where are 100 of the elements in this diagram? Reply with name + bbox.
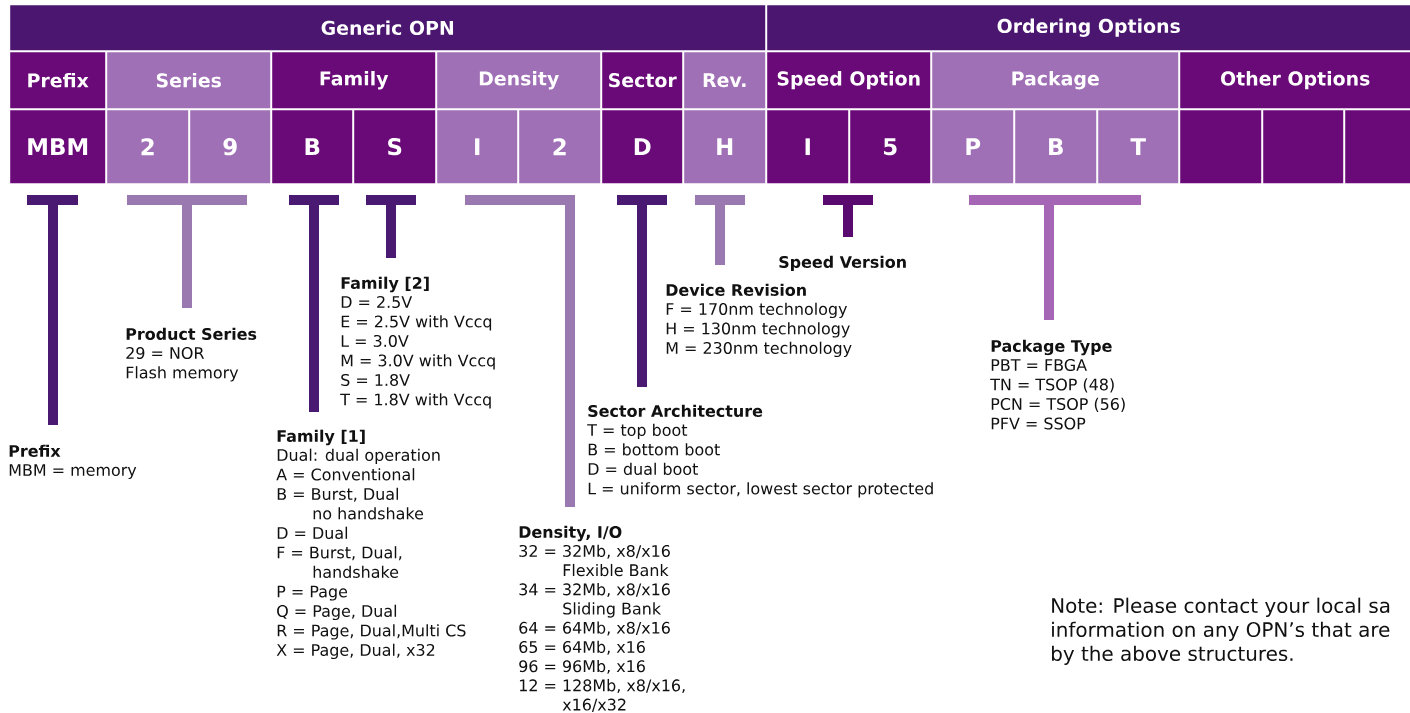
column-header: Speed Option — [767, 52, 931, 109]
code-cell: I — [437, 110, 518, 184]
node-label: Package — [1012, 70, 1099, 90]
description-text: R = Page, Dual,Multi CS — [277, 624, 466, 640]
node-label: I — [475, 138, 480, 156]
node-label: D — [634, 138, 651, 156]
node-label: I — [805, 138, 810, 156]
section-heading: Family [2] — [341, 276, 429, 293]
node-label: Rev. — [703, 73, 746, 88]
node-label: Other Options — [1221, 71, 1370, 90]
code-cell: T — [1098, 110, 1179, 184]
code-cell: D — [602, 110, 683, 184]
note-text: information on any OPN’s that are — [1052, 621, 1390, 641]
column-header: Prefix — [10, 52, 106, 109]
node-label: Prefix — [28, 72, 89, 88]
node-label: B — [305, 138, 320, 156]
column-header: Family — [272, 52, 436, 109]
description-text: TN = TSOP (48) — [990, 378, 1114, 393]
description-text: 12 = 128Mb, x8/x16, — [519, 679, 685, 694]
description-text: B = Burst, Dual — [277, 487, 398, 502]
section-heading: Sector Architecture — [588, 404, 763, 417]
description-text: 96 = 96Mb, x16 — [519, 659, 645, 674]
code-cell: H — [684, 110, 766, 184]
description-text: 64 = 64Mb, x8/x16 — [519, 621, 670, 636]
description-text: M = 230nm technology — [666, 341, 852, 358]
node-label: 2 — [141, 138, 154, 156]
code-cell: I — [767, 110, 849, 184]
description-text: L = uniform sector, lowest sector protected — [588, 482, 933, 498]
section-heading: Family [1] — [277, 429, 365, 446]
node-label: Ordering Options — [997, 18, 1180, 37]
description-text: 29 = NOR — [126, 346, 205, 359]
node-label: Series — [156, 72, 221, 88]
code-cell: P — [932, 110, 1014, 184]
description-text: Flexible Bank — [563, 563, 669, 577]
note-text: by the above structures. — [1052, 645, 1293, 665]
node-label: S — [388, 138, 402, 156]
column-header: Rev. — [684, 52, 766, 109]
node-label: Sector — [609, 73, 677, 88]
description-text: 34 = 32Mb, x8/x16 — [519, 583, 670, 598]
empty-cell — [1345, 110, 1410, 184]
description-text: no handshake — [313, 507, 424, 520]
section-heading: Package Type — [991, 339, 1112, 356]
description-text: S = 1.8V — [341, 373, 410, 386]
description-text: E = 2.5V with Vccq — [341, 315, 492, 331]
description-text: D = dual boot — [588, 462, 698, 475]
node-label: P — [966, 138, 981, 156]
description-text: P = Page — [277, 585, 348, 601]
description-text: handshake — [313, 565, 399, 578]
code-cell: B — [272, 110, 353, 184]
code-cell: B — [1015, 110, 1097, 184]
section-heading: Speed Version — [779, 255, 906, 272]
code-cell: 2 — [519, 110, 601, 184]
description-text: T = top boot — [587, 423, 688, 440]
description-text: Sliding Bank — [563, 602, 662, 618]
code-cell: MBM — [10, 110, 106, 184]
description-text: 32 = 32Mb, x8/x16 — [519, 544, 670, 559]
header-band: Generic OPN — [10, 5, 766, 51]
description-text: 65 = 64Mb, x16 — [519, 640, 645, 655]
code-cell: 9 — [190, 110, 271, 184]
node-label: Family — [320, 70, 389, 90]
node-label: Speed Option — [777, 71, 920, 90]
section-heading: Density, I/O — [519, 525, 622, 542]
code-cell: 5 — [850, 110, 931, 184]
column-header: Density — [437, 52, 601, 109]
node-label: 5 — [884, 138, 897, 156]
node-label: Generic OPN — [321, 20, 454, 36]
section-heading: Prefix — [9, 444, 61, 457]
node-label: Density — [479, 70, 559, 90]
node-label: B — [1049, 138, 1063, 156]
description-text: F = Burst, Dual, — [277, 546, 402, 561]
node-label: 2 — [553, 138, 566, 156]
description-text: H = 130nm technology — [666, 322, 850, 338]
description-text: x16/x32 — [562, 698, 626, 712]
description-text: D = 2.5V — [341, 295, 413, 308]
description-text: Q = Page, Dual — [277, 604, 397, 621]
code-cell: 2 — [107, 110, 189, 184]
node-label: MBM — [28, 138, 88, 156]
description-text: M = 3.0V with Vccq — [341, 354, 495, 370]
description-text: MBM = memory — [9, 464, 137, 480]
description-text: Dual: dual operation — [277, 448, 440, 465]
section-heading: Product Series — [126, 327, 257, 340]
description-text: F = 170nm technology — [666, 302, 847, 319]
code-cell: S — [354, 110, 436, 184]
description-text: B = bottom boot — [588, 443, 720, 456]
node-label: H — [717, 138, 733, 156]
description-text: D = Dual — [277, 526, 348, 539]
description-text: Flash memory — [126, 366, 239, 382]
description-text: T = 1.8V with Vccq — [340, 393, 491, 409]
description-text: PFV = SSOP — [991, 417, 1086, 430]
description-text: PBT = FBGA — [991, 358, 1087, 371]
description-text: X = Page, Dual, x32 — [276, 643, 435, 660]
description-text: L = 3.0V — [341, 334, 409, 347]
note-text: Note: Please contact your local sa — [1052, 597, 1390, 617]
column-header: Series — [107, 52, 271, 109]
node-label: T — [1130, 138, 1146, 156]
description-text: A = Conventional — [276, 468, 415, 481]
column-header: Sector — [602, 52, 683, 109]
header-band: Ordering Options — [767, 5, 1410, 51]
description-text: PCN = TSOP (56) — [991, 397, 1125, 412]
section-heading: Device Revision — [666, 283, 806, 296]
